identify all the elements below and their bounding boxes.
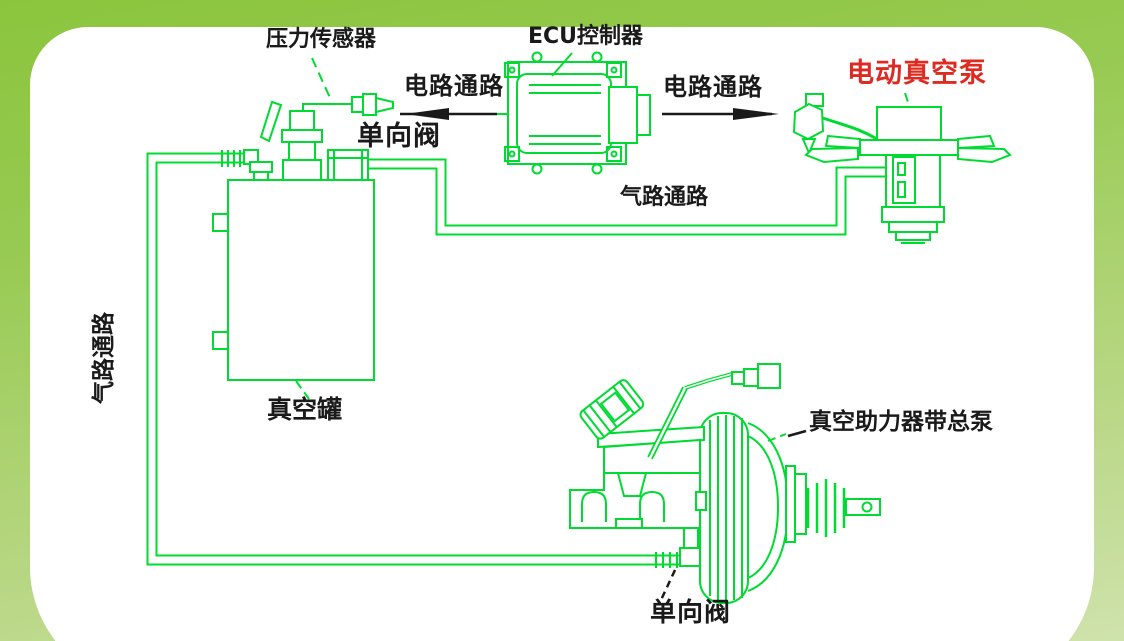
pressure-sensor-label: 压力传感器	[266, 27, 377, 52]
pressure-sensor-drawing	[259, 93, 394, 181]
master-cylinder-drawing	[569, 363, 781, 529]
air-pipe-left-loop	[146, 152, 682, 566]
electric-vacuum-pump-label: 电动真空泵	[847, 58, 987, 89]
leader-booster-black	[787, 429, 807, 438]
pump-connector-plug	[792, 93, 878, 156]
vacuum-booster-drawing	[679, 412, 881, 604]
electric-vacuum-pump-drawing	[804, 92, 1012, 244]
check-valve-bottom-label: 单向阀	[650, 598, 732, 628]
circuit-arrow-left	[400, 108, 497, 120]
check-valve-top-drawing	[327, 149, 369, 181]
air-path-middle-label: 气路通路	[620, 185, 709, 210]
vacuum-booster-label: 真空助力器带总泵	[809, 409, 993, 435]
air-pipe-tank-to-pump	[366, 158, 890, 236]
elbow-fitting	[243, 149, 273, 181]
circuit-arrow-right	[662, 108, 779, 120]
leader-check-valve-bottom	[659, 569, 677, 601]
circuit-path-left-label: 电路通路	[404, 72, 504, 100]
check-valve-top-label: 单向阀	[357, 121, 441, 152]
air-path-vertical-label: 气路通路	[91, 312, 117, 404]
circuit-path-right-label: 电路通路	[663, 73, 763, 101]
pipe-hatch-marks	[221, 150, 678, 568]
vacuum-tank-drawing	[212, 179, 375, 381]
ecu-controller-label: ECU控制器	[528, 24, 644, 49]
vacuum-tank-label: 真空罐	[267, 395, 343, 424]
ecu-box-drawing	[504, 51, 651, 175]
leader-lines-green	[295, 57, 787, 442]
